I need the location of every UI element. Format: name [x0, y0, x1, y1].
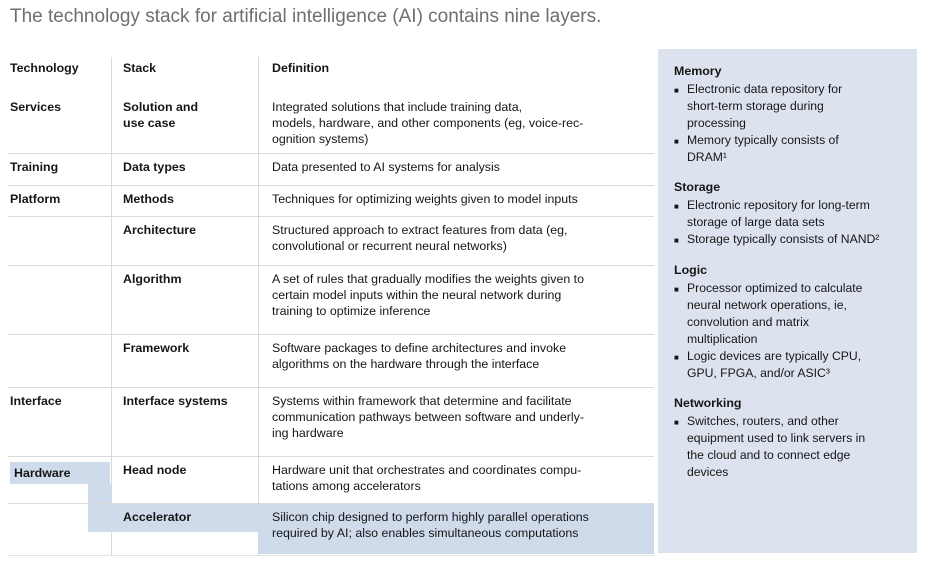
stack-cell: Methods — [123, 192, 174, 206]
table-row-algorithm: Algorithm A set of rules that gradually … — [8, 265, 654, 334]
sidebar-section-storage: Storage ■ Electronic repository for long… — [674, 179, 905, 249]
sidebar-section-memory: Memory ■ Electronic data repository for … — [674, 63, 905, 166]
table-row-architecture: Architecture Structured approach to extr… — [8, 216, 654, 265]
technology-cell — [8, 217, 111, 265]
bullet-text: Storage typically consists of NAND² — [687, 232, 880, 246]
bullet-square-icon: ■ — [674, 285, 679, 294]
list-item: ■ Storage typically consists of NAND² — [674, 231, 905, 249]
page-title: The technology stack for artificial inte… — [10, 6, 602, 27]
table-row-training: Training Data types Data presented to AI… — [8, 153, 654, 185]
bullet-square-icon: ■ — [674, 418, 679, 427]
bullet-square-icon: ■ — [674, 353, 679, 362]
hardware-components-panel: Memory ■ Electronic data repository for … — [658, 49, 917, 553]
stack-cell: Interface systems — [123, 394, 228, 408]
tech-stack-table: Technology Stack Definition Services Sol… — [8, 56, 654, 556]
technology-cell: Hardware — [8, 457, 111, 503]
section-heading: Storage — [674, 180, 721, 194]
bullet-text: Electronic data repository for short-ter… — [687, 82, 843, 130]
table-header-row: Technology Stack Definition — [8, 56, 654, 94]
hardware-highlight: Hardware — [10, 462, 110, 484]
bullet-square-icon: ■ — [674, 86, 679, 95]
list-item: ■ Electronic repository for long-term st… — [674, 197, 905, 231]
bullet-text: Memory typically consists of DRAM¹ — [687, 133, 839, 164]
list-item: ■ Electronic data repository for short-t… — [674, 81, 905, 132]
bullet-square-icon: ■ — [674, 137, 679, 146]
definition-cell: Structured approach to extract features … — [272, 223, 568, 253]
definition-cell: A set of rules that gradually modifies t… — [272, 272, 585, 318]
section-heading: Memory — [674, 64, 722, 78]
bullet-text: Processor optimized to calculate neural … — [687, 281, 863, 346]
bullet-text: Switches, routers, and other equipment u… — [687, 414, 866, 479]
sidebar-section-networking: Networking ■ Switches, routers, and othe… — [674, 395, 905, 481]
table-row-hardware-head-node: Hardware Head node Hardware unit that or… — [8, 456, 654, 532]
bullet-square-icon: ■ — [674, 202, 679, 211]
bullet-text: Logic devices are typically CPU, GPU, FP… — [687, 349, 862, 380]
stack-cell: Accelerator — [111, 504, 258, 555]
column-divider — [258, 57, 259, 556]
table-row-interface: Interface Interface systems Systems with… — [8, 387, 654, 456]
technology-cell: Platform — [10, 192, 61, 206]
header-definition: Definition — [272, 61, 330, 75]
bullet-text: Electronic repository for long-term stor… — [687, 198, 870, 229]
stack-cell: Data types — [123, 160, 186, 174]
table-row-framework: Framework Software packages to define ar… — [8, 334, 654, 387]
definition-cell: Integrated solutions that include traini… — [272, 100, 584, 146]
technology-cell: Training — [10, 160, 59, 174]
definition-cell: Techniques for optimizing weights given … — [272, 192, 578, 206]
stack-cell: Algorithm — [123, 272, 182, 286]
definition-cell: Data presented to AI systems for analysi… — [272, 160, 500, 174]
list-item: ■ Processor optimized to calculate neura… — [674, 280, 905, 348]
table-row-platform-methods: Platform Methods Techniques for optimizi… — [8, 185, 654, 216]
header-stack: Stack — [123, 61, 157, 75]
bullet-square-icon: ■ — [674, 236, 679, 245]
header-technology: Technology — [10, 61, 79, 75]
list-item: ■ Logic devices are typically CPU, GPU, … — [674, 348, 905, 382]
stack-cell: Solution and use case — [123, 100, 199, 130]
list-item: ■ Switches, routers, and other equipment… — [674, 413, 905, 481]
technology-cell: Interface — [10, 394, 62, 408]
sidebar-section-logic: Logic ■ Processor optimized to calculate… — [674, 262, 905, 382]
section-heading: Networking — [674, 396, 742, 410]
stack-cell: Framework — [123, 341, 190, 355]
stack-cell: Architecture — [123, 223, 196, 237]
definition-cell: Systems within framework that determine … — [272, 394, 584, 440]
definition-cell: Software packages to define architecture… — [272, 341, 567, 371]
list-item: ■ Memory typically consists of DRAM¹ — [674, 132, 905, 166]
definition-cell: Hardware unit that orchestrates and coor… — [272, 463, 582, 493]
technology-cell — [8, 335, 111, 387]
hardware-step-connector — [88, 484, 111, 532]
definition-cell: Silicon chip designed to perform highly … — [258, 504, 654, 555]
table-row-services: Services Solution and use case Integrate… — [8, 94, 654, 153]
stack-cell: Head node — [123, 463, 187, 477]
table-row-accelerator: Accelerator Silicon chip designed to per… — [8, 503, 654, 556]
technology-cell — [8, 504, 111, 555]
technology-cell — [8, 266, 111, 334]
technology-cell: Services — [10, 100, 61, 114]
column-divider — [111, 57, 112, 556]
section-heading: Logic — [674, 263, 708, 277]
